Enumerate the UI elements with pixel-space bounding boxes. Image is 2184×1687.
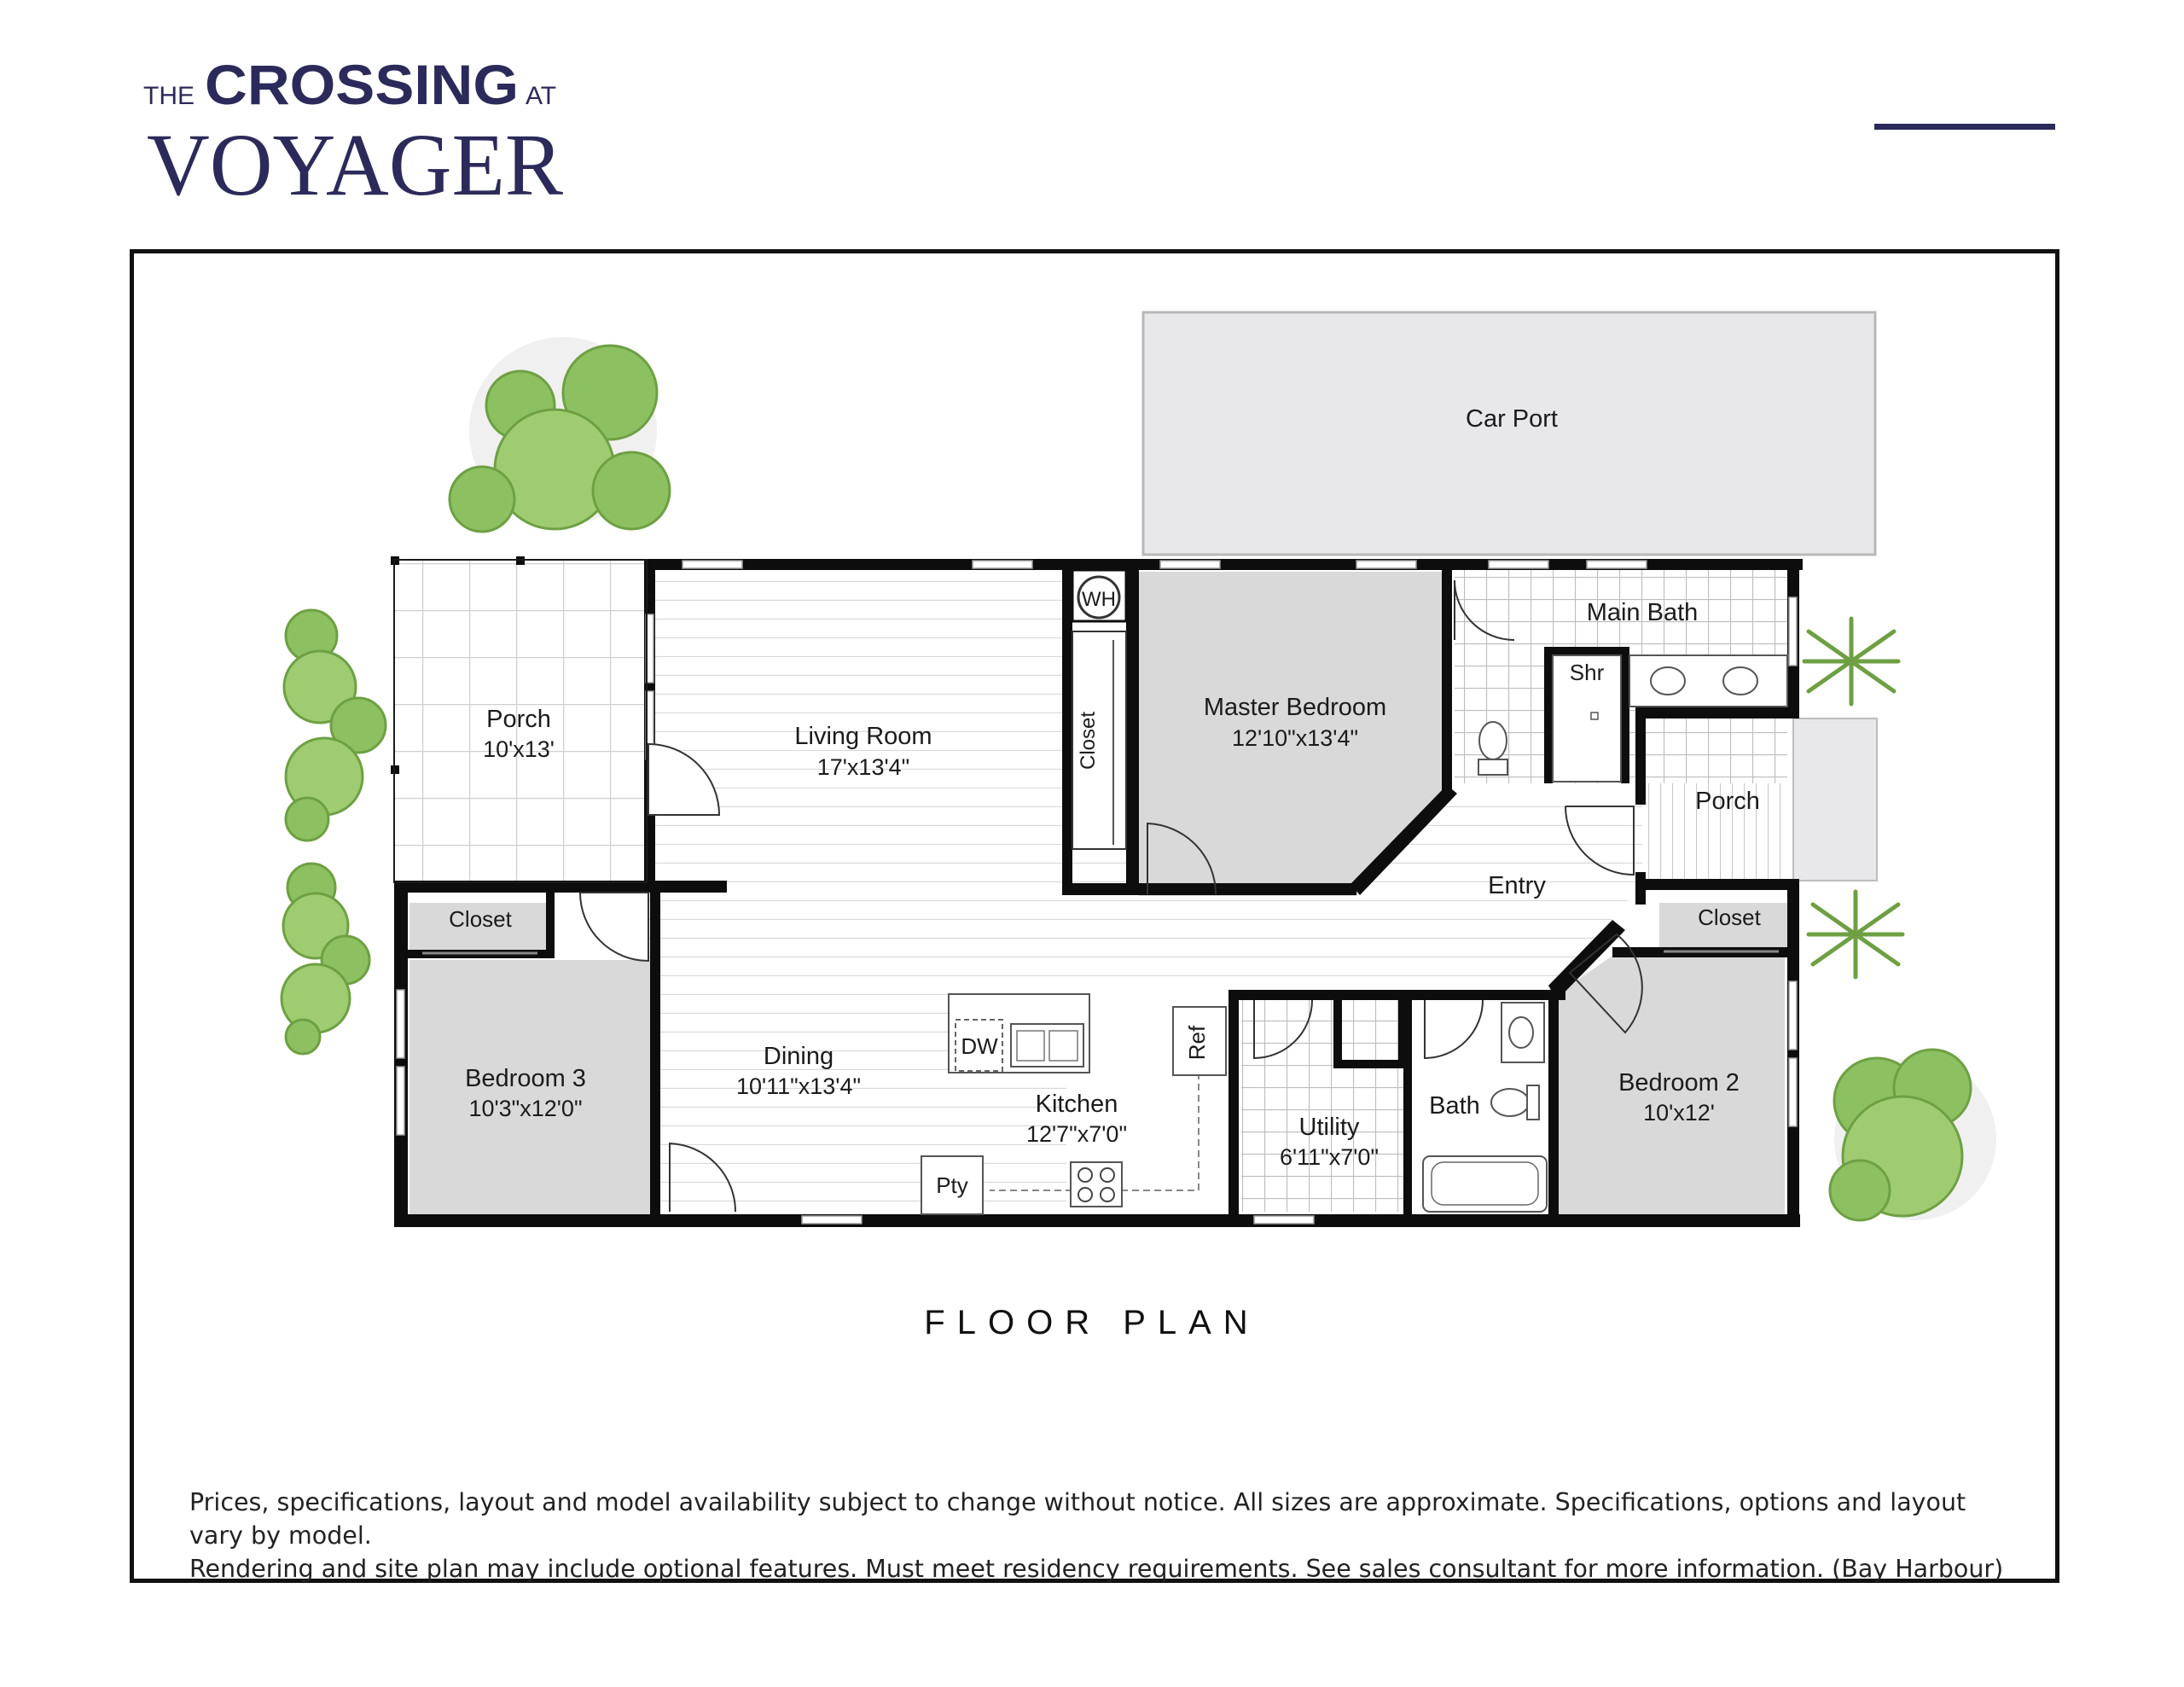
entry-floor bbox=[1066, 789, 1642, 990]
kitchen-size: 12'7"x7'0" bbox=[1026, 1121, 1127, 1147]
bedroom-3-name: Bedroom 3 bbox=[465, 1065, 586, 1092]
disclaimer: Prices, specifications, layout and model… bbox=[189, 1486, 2024, 1585]
closet-right-label: Closet bbox=[1698, 905, 1761, 930]
master-bedroom-floor bbox=[1139, 572, 1450, 896]
master-bedroom-size: 12'10"x13'4" bbox=[1232, 725, 1358, 751]
shrubs-left bbox=[280, 608, 387, 1056]
wh-label: WH bbox=[1082, 588, 1116, 611]
porch-left-name: Porch bbox=[486, 706, 551, 733]
closet-left-label: Closet bbox=[449, 906, 512, 932]
tree-top-left bbox=[448, 337, 671, 533]
utility-size: 6'11"x7'0" bbox=[1280, 1144, 1379, 1170]
bedroom-3-floor bbox=[410, 960, 650, 1214]
right-porch-step bbox=[1792, 718, 1878, 881]
bath-label: Bath bbox=[1429, 1092, 1480, 1120]
sink-icon bbox=[1722, 666, 1758, 695]
closet-vertical-label: Closet bbox=[1077, 712, 1100, 770]
pty-label: Pty bbox=[936, 1172, 968, 1198]
utility-floor bbox=[1241, 998, 1412, 1212]
palm-plant-upper bbox=[1802, 616, 1901, 707]
logo-voyager: VOYAGER bbox=[147, 116, 564, 213]
water-heater-icon bbox=[1077, 575, 1121, 620]
toilet-icon bbox=[1478, 721, 1507, 760]
living-room-name: Living Room bbox=[794, 723, 932, 750]
utility-name: Utility bbox=[1299, 1114, 1360, 1141]
floor-plan-caption: FLOOR PLAN bbox=[924, 1304, 1260, 1341]
dining-size: 10'11"x13'4" bbox=[736, 1073, 861, 1099]
master-bedroom-name: Master Bedroom bbox=[1204, 694, 1386, 721]
palm-plant-lower bbox=[1806, 889, 1905, 980]
bedroom-3-size: 10'3"x12'0" bbox=[468, 1096, 582, 1121]
community-logo: THE CROSSING AT VOYAGER bbox=[143, 53, 564, 213]
porch-right-label: Porch bbox=[1695, 788, 1760, 815]
dw-label: DW bbox=[961, 1033, 998, 1059]
car-port-area bbox=[1141, 311, 1877, 556]
main-bath-label: Main Bath bbox=[1587, 599, 1699, 626]
dining-name: Dining bbox=[764, 1043, 834, 1070]
disclaimer-line-2: Rendering and site plan may include opti… bbox=[189, 1555, 2004, 1583]
bedroom-2-size: 10'x12' bbox=[1643, 1100, 1715, 1126]
floor-plan-frame bbox=[130, 249, 2059, 1583]
stove-icon bbox=[1070, 1161, 1123, 1207]
living-room-size: 17'x13'4" bbox=[817, 754, 909, 780]
porch-left-size: 10'x13' bbox=[483, 736, 555, 762]
sink-icon bbox=[1650, 666, 1686, 695]
logo-crossing: CROSSING bbox=[205, 53, 519, 116]
shr-label: Shr bbox=[1570, 660, 1605, 685]
sink-icon bbox=[1508, 1016, 1534, 1049]
bedroom-2-name: Bedroom 2 bbox=[1618, 1069, 1740, 1097]
logo-the: THE bbox=[143, 82, 195, 110]
entry-label: Entry bbox=[1488, 872, 1546, 899]
car-port-label: Car Port bbox=[1466, 405, 1558, 433]
left-porch-floor bbox=[394, 560, 647, 882]
ref-label: Ref bbox=[1184, 1025, 1210, 1060]
pantry bbox=[921, 1155, 984, 1215]
bathtub-icon bbox=[1422, 1155, 1548, 1213]
kitchen-name: Kitchen bbox=[1036, 1091, 1118, 1118]
closet-left-floor bbox=[410, 903, 546, 956]
tree-bottom-right bbox=[1828, 1048, 1996, 1222]
closet-right-floor bbox=[1659, 903, 1787, 954]
header-rule bbox=[1874, 124, 2055, 130]
toilet-icon bbox=[1490, 1088, 1530, 1117]
logo-at: AT bbox=[526, 82, 556, 110]
disclaimer-line-1: Prices, specifications, layout and model… bbox=[189, 1488, 1966, 1550]
